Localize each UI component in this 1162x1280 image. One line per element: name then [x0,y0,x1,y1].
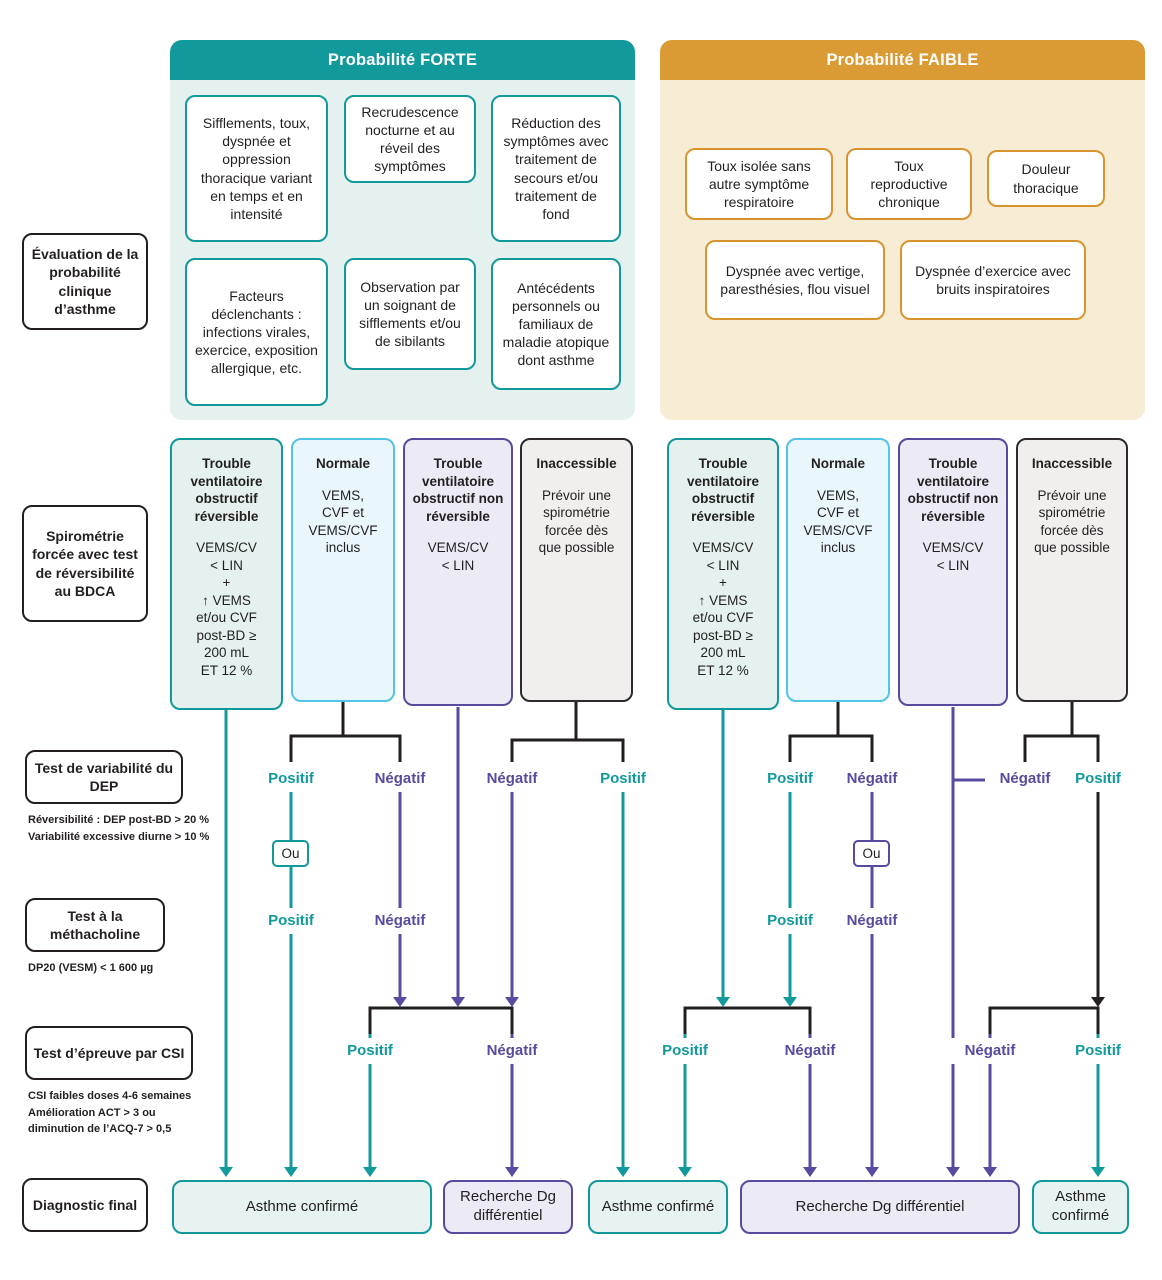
label-test-dep: Test de variabilité du DEP [25,750,183,804]
label-evaluation-probabilite: Évaluation de la probabilité clinique d’… [22,233,148,330]
spiro-inaccessible-faible: Inaccessible Prévoir une spirométrie for… [1016,438,1128,702]
forte-header: Probabilité FORTE [170,40,635,80]
flow-label-positif: Positif [251,766,331,792]
forte-symptom-box: Observation par un soignant de sifflemen… [344,258,476,370]
faible-symptom-box: Dyspnée avec vertige, paresthésies, flou… [705,240,885,320]
note-methacholine: DP20 (VESM) < 1 600 µg [28,962,154,974]
flow-label-negatif: Négatif [360,908,440,934]
faible-symptom-box: Douleur thoracique [987,150,1105,207]
faible-symptom-box: Dyspnée d’exercice avec bruits inspirato… [900,240,1086,320]
flow-label-positif: Positif [330,1038,410,1064]
spiro-body: VEMS/CV < LIN [922,540,984,573]
final-recherche-dg-2: Recherche Dg différentiel [740,1180,1020,1234]
flow-label-positif: Positif [1058,1038,1138,1064]
faible-panel [660,40,1145,420]
faible-symptom-box: Toux reproductive chronique [846,148,972,220]
final-asthme-confirme-2: Asthme confirmé [588,1180,728,1234]
label-test-csi: Test d’épreuve par CSI [25,1026,193,1080]
spiro-body: Prévoir une spirométrie forcée dès que p… [1034,487,1110,556]
ou-connector: Ou [272,840,309,867]
note-dep: Réversibilité : DEP post-BD > 20 % Varia… [28,814,210,843]
forte-symptom-box: Facteurs déclenchants : infections viral… [185,258,328,406]
spiro-title: Trouble ventilatoire obstructif non réve… [907,456,999,524]
flow-label-negatif: Négatif [832,908,912,934]
forte-symptom-box: Sifflements, toux, dyspnée et oppression… [185,95,328,242]
final-asthme-confirme-3: Asthme confirmé [1032,1180,1129,1234]
spiro-body: VEMS/CV < LIN + ↑ VEMS et/ou CVF post-BD… [196,540,257,679]
final-asthme-confirme-1: Asthme confirmé [172,1180,432,1234]
spiro-title: Inaccessible [536,456,617,471]
spiro-title: Trouble ventilatoire obstructif réversib… [190,456,263,524]
flow-label-positif: Positif [251,908,331,934]
spiro-title: Trouble ventilatoire obstructif réversib… [686,456,760,524]
spiro-inaccessible-forte: Inaccessible Prévoir une spirométrie for… [520,438,633,702]
spiro-normal-forte: Normale VEMS, CVF et VEMS/CVF inclus [291,438,395,702]
flow-label-negatif: Négatif [472,766,552,792]
spiro-body: VEMS, CVF et VEMS/CVF inclus [308,487,378,556]
purple-flow-lines [398,707,1005,1170]
spiro-reversible-obstruction-forte: Trouble ventilatoire obstructif réversib… [170,438,283,710]
faible-symptom-box: Toux isolée sans autre symptôme respirat… [685,148,833,220]
flow-label-negatif: Négatif [360,766,440,792]
spiro-body: VEMS/CV < LIN + ↑ VEMS et/ou CVF post-BD… [692,540,754,679]
spiro-nonreversible-obstruction-faible: Trouble ventilatoire obstructif non réve… [898,438,1008,706]
flow-label-positif: Positif [1058,766,1138,792]
flow-label-positif: Positif [583,766,663,792]
black-flow-lines [289,702,1100,1034]
black-arrowheads [1091,997,1105,1007]
spiro-nonreversible-obstruction-forte: Trouble ventilatoire obstructif non réve… [403,438,513,706]
label-test-methacholine: Test à la méthacholine [25,898,165,952]
spiro-reversible-obstruction-faible: Trouble ventilatoire obstructif réversib… [667,438,779,710]
forte-symptom-box: Réduction des symptômes avec traitement … [491,95,621,242]
flow-label-negatif: Négatif [472,1038,552,1064]
spiro-title: Normale [315,456,371,471]
note-csi: CSI faibles doses 4-6 semaines Améliorat… [28,1090,192,1135]
flow-label-negatif: Négatif [950,1038,1030,1064]
spiro-title: Normale [810,456,866,471]
flow-label-positif: Positif [750,908,830,934]
flow-label-negatif: Négatif [770,1038,850,1064]
spiro-body: Prévoir une spirométrie forcée dès que p… [538,487,615,556]
teal-arrowheads [219,997,1105,1177]
label-spirometrie: Spirométrie forcée avec test de réversib… [22,505,148,622]
ou-connector: Ou [853,840,890,867]
spiro-title: Inaccessible [1031,456,1113,471]
faible-header: Probabilité FAIBLE [660,40,1145,80]
purple-arrowheads [393,997,997,1177]
forte-symptom-box: Antécédents personnels ou familiaux de m… [491,258,621,390]
flow-label-positif: Positif [645,1038,725,1064]
flow-label-negatif: Négatif [832,766,912,792]
flow-label-positif: Positif [750,766,830,792]
spiro-normal-faible: Normale VEMS, CVF et VEMS/CVF inclus [786,438,890,702]
spiro-body: VEMS, CVF et VEMS/CVF inclus [803,487,873,556]
spiro-body: VEMS/CV < LIN [427,540,489,573]
spiro-title: Trouble ventilatoire obstructif non réve… [412,456,504,524]
final-recherche-dg-1: Recherche Dg différentiel [443,1180,573,1234]
flow-label-negatif: Négatif [985,766,1065,792]
label-diagnostic-final: Diagnostic final [22,1178,148,1232]
forte-symptom-box: Recrudescence nocturne et au réveil des … [344,95,476,183]
